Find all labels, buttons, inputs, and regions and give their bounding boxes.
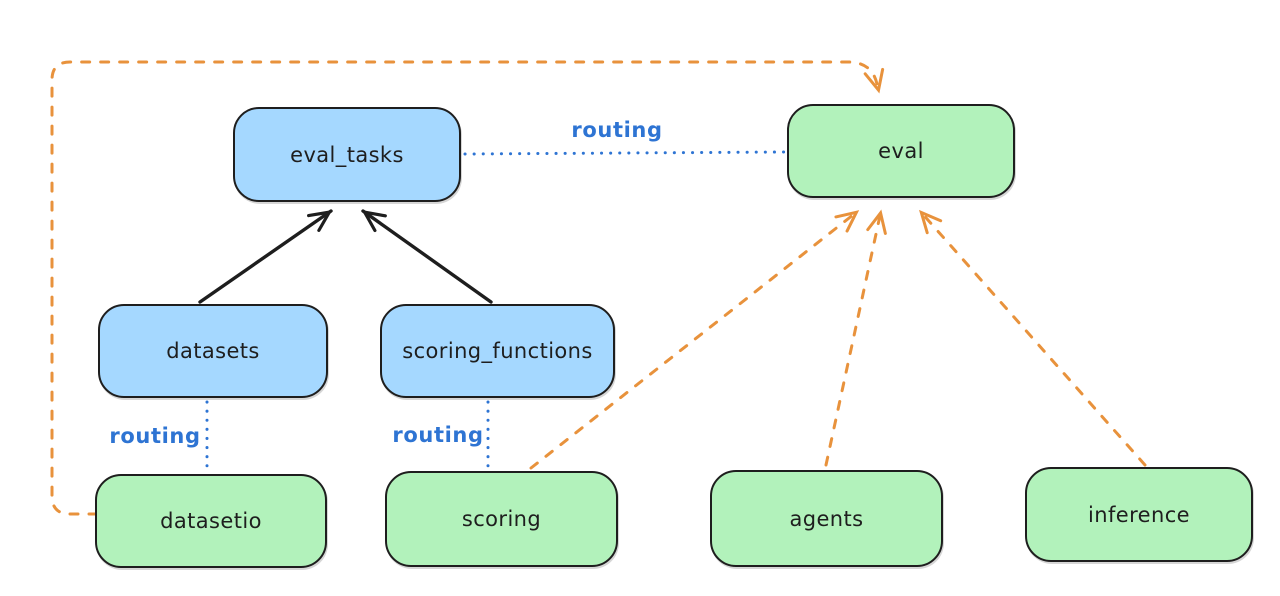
edge-label-routing-eval-tasks-eval: routing [571, 118, 663, 142]
edge-eval_tasks-to-eval [463, 150, 786, 156]
node-eval-tasks-label: eval_tasks [290, 142, 404, 167]
node-scoring-label: scoring [461, 507, 542, 531]
node-eval: eval [787, 104, 1015, 198]
node-datasetio-label: datasetio [160, 509, 262, 533]
edge-datasets-to-eval_tasks [198, 209, 333, 304]
node-inference: inference [1025, 467, 1253, 562]
node-agents: agents [710, 470, 943, 567]
node-scoring: scoring [385, 471, 618, 567]
node-scoring-functions-label: scoring_functions [402, 339, 593, 363]
edge-agents-to-eval [824, 209, 887, 467]
edge-scoring_functions-to-eval_tasks [361, 209, 493, 304]
edge-inference-to-eval [918, 209, 1147, 467]
node-datasets: datasets [98, 304, 328, 398]
node-datasetio: datasetio [95, 474, 327, 568]
node-eval-tasks: eval_tasks [233, 107, 461, 202]
node-inference-label: inference [1088, 502, 1190, 527]
node-eval-label: eval [878, 139, 924, 163]
node-scoring-functions: scoring_functions [380, 304, 615, 398]
edge-label-routing-datasets-datasetio: routing [109, 424, 201, 448]
edge-datasetio-to-eval [50, 60, 885, 516]
edge-label-routing-scoring-functions-scoring: routing [392, 423, 484, 447]
node-agents-label: agents [789, 506, 864, 531]
node-datasets-label: datasets [166, 339, 260, 363]
edge-scoring-to-eval [529, 209, 860, 470]
